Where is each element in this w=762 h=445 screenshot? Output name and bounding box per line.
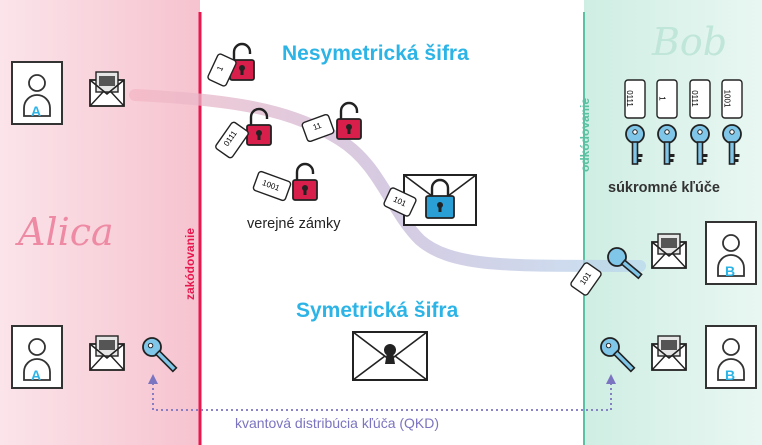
alice-avatar-top <box>11 61 63 125</box>
encoding-label: zakódovanie <box>183 227 197 300</box>
envelope-tag <box>383 187 417 217</box>
private-key-tag-2 <box>656 79 678 119</box>
alice-name: Alica <box>18 210 114 254</box>
lock-tag-2 <box>215 121 249 159</box>
public-locks-label: verejné zámky <box>247 216 341 232</box>
qkd-arrow-left <box>148 374 158 384</box>
bob-key-tag <box>570 262 602 296</box>
qkd-connector <box>152 383 612 411</box>
bob-letter-top: B <box>725 263 736 279</box>
lock-tag-4 <box>252 170 292 202</box>
qkd-label: kvantová distribúcia kľúča (QKD) <box>235 415 440 431</box>
bob-name: Bob <box>652 20 728 64</box>
alice-letter-bottom: A <box>31 367 42 383</box>
alice-symmetric-key-icon <box>142 337 178 373</box>
private-key-tag-1 <box>624 79 646 119</box>
decoding-label: odkódovanie <box>578 97 592 172</box>
private-key-tag-4 <box>721 79 743 119</box>
symmetric-cipher-title: Symetrická šifra <box>296 299 459 322</box>
alice-letter-top: A <box>31 103 42 119</box>
qkd-arrow-right <box>606 374 616 384</box>
asymmetric-flow <box>129 89 646 272</box>
private-key-tag-1-text: 0111 <box>624 90 634 107</box>
alice-avatar-bottom <box>11 325 63 389</box>
lock-icon-4 <box>291 162 319 202</box>
lock-tag-3 <box>301 113 335 143</box>
lock-tag-1 <box>207 53 237 87</box>
bob-letter-bottom: B <box>725 367 736 383</box>
symmetric-envelope-icon <box>352 331 428 381</box>
private-key-tag-2-text: 1 <box>657 96 667 101</box>
private-key-tag-4-text: 1001 <box>722 89 732 108</box>
bob-symmetric-key-icon <box>600 337 636 373</box>
bob-key-icon <box>607 247 643 280</box>
private-keys-label: súkromné kľúče <box>608 180 720 196</box>
bob-avatar-top <box>705 221 757 285</box>
bob-avatar-bottom <box>705 325 757 389</box>
private-key-tag-3 <box>689 79 711 119</box>
asymmetric-cipher-title: Nesymetrická šifra <box>282 42 469 65</box>
lock-icon-3 <box>335 101 363 141</box>
private-key-tag-3-text: 0111 <box>689 90 699 107</box>
